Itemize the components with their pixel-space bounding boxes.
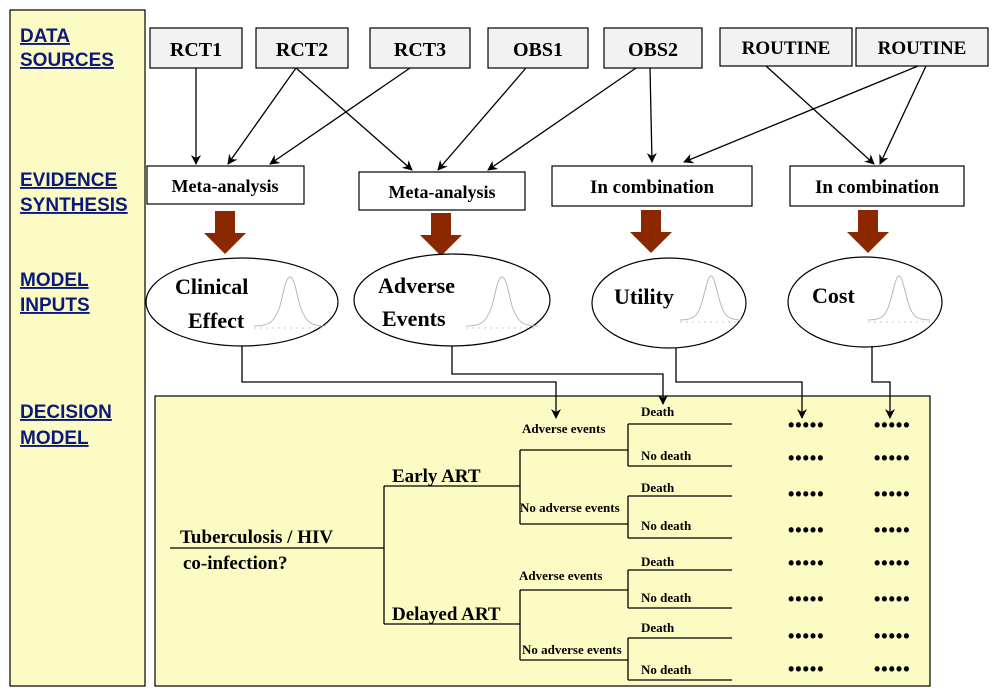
branch-delayed-art: Delayed ART bbox=[392, 604, 501, 625]
svg-text:Clinical: Clinical bbox=[175, 274, 248, 299]
branch-adverse-events-early: Adverse events bbox=[522, 421, 605, 436]
branch-no-adverse-events-delayed: No adverse events bbox=[522, 642, 622, 657]
block-arrow-1 bbox=[204, 211, 246, 254]
svg-text:•••••: ••••• bbox=[874, 448, 911, 468]
svg-text:•••••: ••••• bbox=[788, 589, 825, 609]
source-rct1: RCT1 bbox=[149, 27, 243, 69]
svg-text:•••••: ••••• bbox=[874, 520, 911, 540]
branch-early-art: Early ART bbox=[392, 466, 481, 487]
block-arrow-3 bbox=[630, 210, 672, 253]
svg-text:Events: Events bbox=[382, 306, 446, 331]
svg-text:OBS2: OBS2 bbox=[628, 39, 678, 61]
svg-text:OBS1: OBS1 bbox=[513, 39, 563, 61]
svg-text:Meta-analysis: Meta-analysis bbox=[389, 182, 496, 202]
outcome-death: Death bbox=[641, 480, 675, 495]
source-rct2: RCT2 bbox=[255, 27, 349, 69]
outcome-no-death: No death bbox=[641, 518, 692, 533]
svg-text:•••••: ••••• bbox=[788, 626, 825, 646]
svg-text:Utility: Utility bbox=[614, 284, 674, 309]
input-utility: Utility bbox=[591, 257, 747, 349]
svg-text:•••••: ••••• bbox=[788, 415, 825, 435]
svg-text:In combination: In combination bbox=[815, 177, 939, 198]
decision-model-panel bbox=[154, 395, 931, 687]
svg-text:ROUTINE: ROUTINE bbox=[878, 38, 967, 59]
sidebar-panel bbox=[9, 9, 146, 687]
outcome-death: Death bbox=[641, 404, 675, 419]
svg-text:•••••: ••••• bbox=[874, 626, 911, 646]
input-connectors bbox=[241, 346, 895, 419]
input-adverse-events: Adverse Events bbox=[353, 253, 551, 347]
svg-text:•••••: ••••• bbox=[874, 589, 911, 609]
branch-no-adverse-events-early: No adverse events bbox=[520, 500, 620, 515]
block-arrows bbox=[204, 210, 889, 256]
svg-text:Cost: Cost bbox=[812, 283, 855, 308]
svg-text:•••••: ••••• bbox=[788, 520, 825, 540]
outcome-death: Death bbox=[641, 620, 675, 635]
svg-text:•••••: ••••• bbox=[788, 484, 825, 504]
svg-text:Effect: Effect bbox=[188, 308, 245, 333]
svg-text:•••••: ••••• bbox=[874, 553, 911, 573]
outcome-no-death: No death bbox=[641, 590, 692, 605]
svg-text:Meta-analysis: Meta-analysis bbox=[172, 176, 279, 196]
source-rct3: RCT3 bbox=[369, 27, 471, 69]
block-arrow-4 bbox=[847, 210, 889, 253]
payoff-dots: ••••• ••••• ••••• ••••• ••••• ••••• ••••… bbox=[788, 415, 911, 679]
source-routine-1: ROUTINE bbox=[719, 27, 853, 67]
input-clinical-effect: Clinical Effect bbox=[145, 257, 339, 347]
root-label: Tuberculosis / HIV bbox=[180, 527, 333, 548]
outcome-no-death: No death bbox=[641, 448, 692, 463]
root-label-2: co-infection? bbox=[183, 553, 287, 574]
synthesis-combination-1: In combination bbox=[551, 165, 753, 207]
svg-text:RCT1: RCT1 bbox=[170, 39, 222, 61]
svg-text:•••••: ••••• bbox=[874, 415, 911, 435]
svg-text:•••••: ••••• bbox=[874, 659, 911, 679]
outcome-death: Death bbox=[641, 554, 675, 569]
source-arrows bbox=[191, 65, 927, 171]
svg-text:•••••: ••••• bbox=[874, 484, 911, 504]
svg-text:In combination: In combination bbox=[590, 177, 714, 198]
outcome-no-death: No death bbox=[641, 662, 692, 677]
svg-text:RCT2: RCT2 bbox=[276, 39, 328, 61]
synthesis-meta-analysis-1: Meta-analysis bbox=[146, 165, 305, 205]
svg-text:RCT3: RCT3 bbox=[394, 39, 446, 61]
input-cost: Cost bbox=[787, 256, 943, 348]
block-arrow-2 bbox=[420, 213, 462, 256]
source-routine-2: ROUTINE bbox=[855, 27, 989, 67]
synthesis-meta-analysis-2: Meta-analysis bbox=[358, 171, 526, 211]
svg-text:•••••: ••••• bbox=[788, 553, 825, 573]
svg-text:•••••: ••••• bbox=[788, 448, 825, 468]
svg-text:ROUTINE: ROUTINE bbox=[742, 38, 831, 59]
svg-text:•••••: ••••• bbox=[788, 659, 825, 679]
decision-tree: Tuberculosis / HIV co-infection? Early A… bbox=[170, 404, 732, 681]
branch-adverse-events-delayed: Adverse events bbox=[519, 568, 602, 583]
source-obs1: OBS1 bbox=[487, 27, 589, 69]
synthesis-combination-2: In combination bbox=[789, 165, 965, 207]
source-obs2: OBS2 bbox=[603, 27, 703, 69]
svg-text:Adverse: Adverse bbox=[378, 273, 455, 298]
